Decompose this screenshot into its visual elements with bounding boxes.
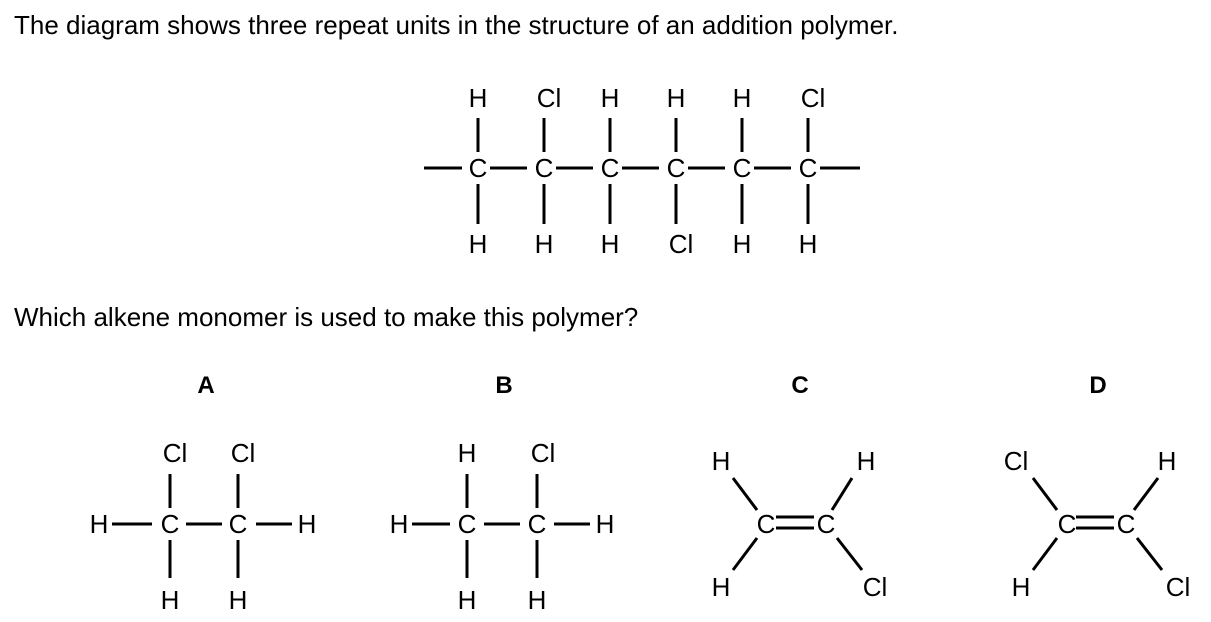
option-a-letter: A (197, 372, 215, 399)
left-atom: H (90, 509, 109, 539)
bond (731, 537, 759, 571)
top-atom: H (667, 83, 686, 113)
carbon-atom: C (229, 509, 248, 539)
top-atom: Cl (531, 438, 556, 468)
bottom-atom: H (535, 229, 554, 259)
bottom-atom: H (733, 229, 752, 259)
top-atom: H (458, 438, 477, 468)
bottom-atom: H (458, 585, 477, 615)
carbon-atom: C (535, 153, 554, 183)
right-atom: H (298, 509, 317, 539)
option-b-structure: H C C H H Cl H H (390, 438, 615, 615)
carbon-atom: C (469, 153, 488, 183)
bond (1135, 537, 1164, 571)
option-a-structure: H C C H Cl Cl H H (90, 438, 317, 615)
carbon-atom: C (1058, 509, 1077, 539)
top-atom: H (733, 83, 752, 113)
option-c-letter: C (791, 372, 809, 399)
bottom-atom: H (799, 229, 818, 259)
bond (1031, 537, 1059, 571)
upper-right-atom: H (1158, 446, 1177, 476)
lower-right-atom: Cl (1166, 572, 1191, 602)
carbon-atom: C (458, 509, 477, 539)
upper-left-atom: Cl (1004, 446, 1029, 476)
bond (1031, 477, 1059, 511)
carbon-atom: C (1117, 509, 1136, 539)
carbon-atom: C (528, 509, 547, 539)
question-intro: The diagram shows three repeat units in … (14, 10, 899, 40)
bond (731, 477, 759, 511)
bond (835, 537, 864, 571)
carbon-atom: C (161, 509, 180, 539)
carbon-atom: C (601, 153, 620, 183)
option-d-structure: Cl H C C H Cl (1004, 446, 1191, 602)
bottom-atom: H (469, 229, 488, 259)
option-c-structure: H H C C H Cl (712, 446, 888, 602)
bond (1132, 477, 1160, 511)
bottom-atom: H (161, 585, 180, 615)
top-atom: Cl (163, 438, 188, 468)
top-atom: Cl (801, 83, 826, 113)
bottom-atom: H (528, 585, 547, 615)
right-atom: H (596, 509, 615, 539)
bond (830, 477, 854, 511)
carbon-atom: C (667, 153, 686, 183)
bottom-atom: Cl (669, 229, 694, 259)
left-atom: H (390, 509, 409, 539)
bottom-atom: H (229, 585, 248, 615)
top-atom: H (469, 83, 488, 113)
carbon-atom: C (757, 509, 776, 539)
upper-right-atom: H (857, 446, 876, 476)
lower-left-atom: H (712, 572, 731, 602)
lower-left-atom: H (1012, 572, 1031, 602)
lower-right-atom: Cl (863, 572, 888, 602)
top-atom: Cl (231, 438, 256, 468)
polymer-structure: C C C C C C H Cl H H H Cl H H H Cl H H (424, 83, 860, 259)
top-atom: H (601, 83, 620, 113)
carbon-atom: C (799, 153, 818, 183)
top-atom: Cl (537, 83, 562, 113)
question-prompt: Which alkene monomer is used to make thi… (14, 302, 639, 332)
option-b-letter: B (495, 372, 513, 399)
carbon-atom: C (817, 509, 836, 539)
option-d-letter: D (1089, 372, 1107, 399)
carbon-atom: C (733, 153, 752, 183)
upper-left-atom: H (712, 446, 731, 476)
bottom-atom: H (601, 229, 620, 259)
